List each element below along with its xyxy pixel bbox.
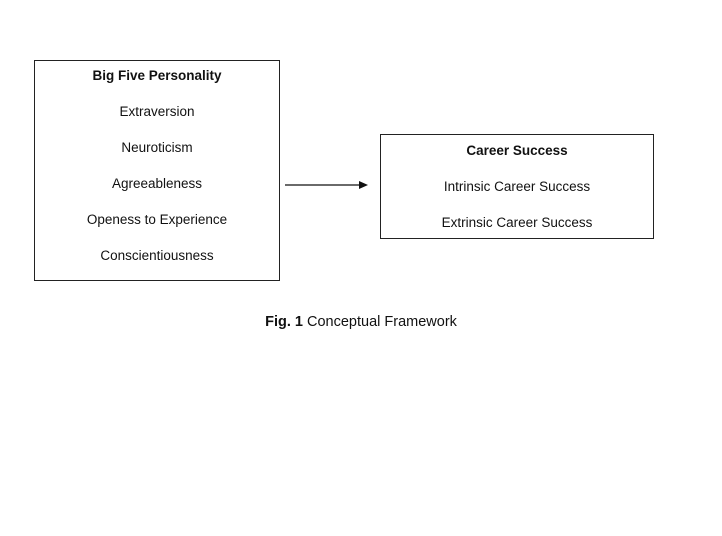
outcome-intrinsic: Intrinsic Career Success xyxy=(443,179,591,194)
career-success-title: Career Success xyxy=(466,143,568,158)
figure-caption-text: Conceptual Framework xyxy=(307,314,457,330)
figure-caption: Fig. 1 Conceptual Framework xyxy=(0,312,722,332)
arrow-connector xyxy=(285,181,368,189)
trait-extraversion: Extraversion xyxy=(119,104,195,119)
big-five-personality-title: Big Five Personality xyxy=(92,68,222,83)
career-success-box: Career Success Intrinsic Career Success … xyxy=(380,134,654,239)
trait-neuroticism: Neuroticism xyxy=(121,140,193,155)
trait-openness: Openess to Experience xyxy=(86,212,228,227)
trait-agreeableness: Agreeableness xyxy=(111,176,203,191)
arrow-head xyxy=(359,181,368,189)
outcome-extrinsic: Extrinsic Career Success xyxy=(441,215,593,230)
big-five-personality-box: Big Five Personality Extraversion Neurot… xyxy=(34,60,280,281)
figure-label: Fig. 1 xyxy=(265,314,303,330)
trait-conscientiousness: Conscientiousness xyxy=(100,248,214,263)
